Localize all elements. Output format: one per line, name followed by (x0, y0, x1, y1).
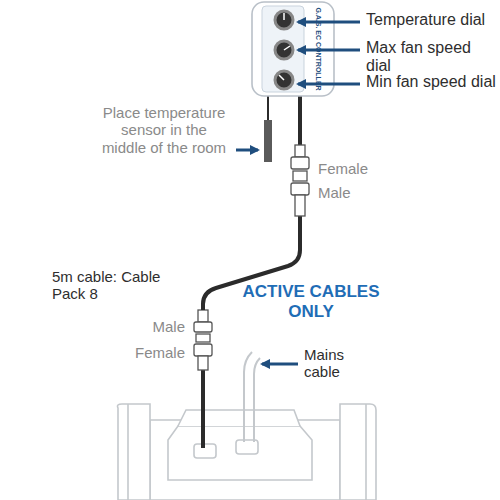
connector-label: Male (318, 184, 388, 201)
sensor-note: Place temperature sensor in the middle o… (100, 104, 228, 156)
dial-label: Temperature dial (366, 11, 498, 29)
cable-connector (194, 310, 212, 370)
connector-label: Female (318, 160, 388, 177)
inline-fan (118, 404, 377, 500)
temperature-sensor (264, 120, 272, 162)
connector-label: Male (130, 318, 185, 335)
dial-label: Max fan speed dial (366, 39, 498, 76)
connector-label: Female (120, 344, 185, 361)
dial-label: Min fan speed dial (366, 73, 498, 91)
cable-label: 5m cable: Cable Pack 8 (52, 268, 180, 303)
brand-text: G.A.S. EC CONTROLLER (314, 1, 322, 97)
mains-label: Mains cable (304, 346, 384, 381)
warning-note: ACTIVE CABLES ONLY (236, 282, 386, 321)
cable-connector (291, 145, 309, 216)
controller-dial (275, 11, 293, 89)
